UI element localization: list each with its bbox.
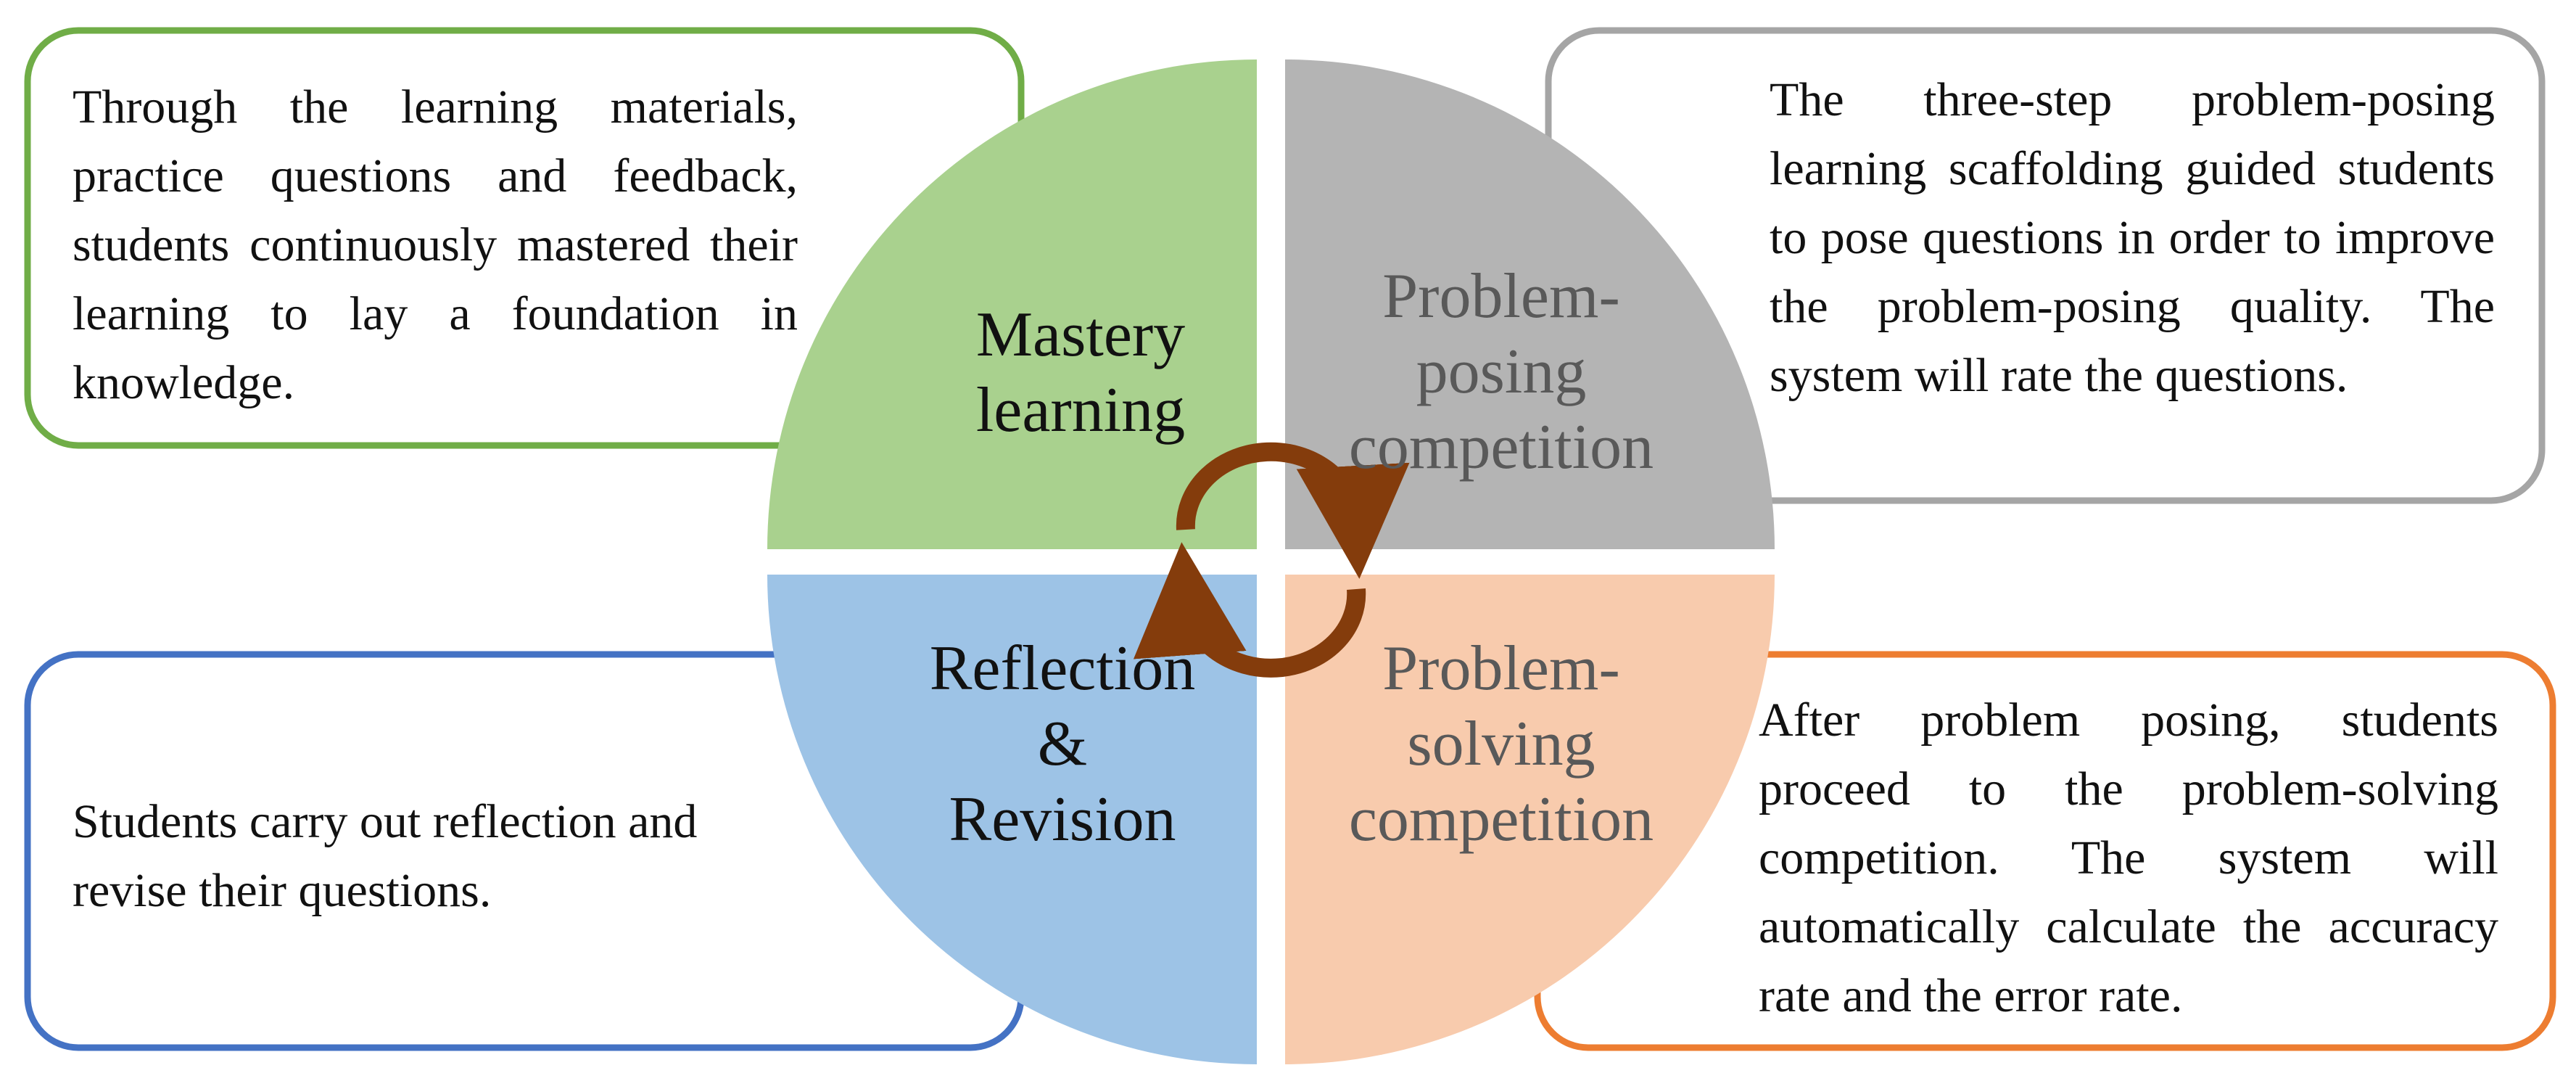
quadrant-reflection: [767, 575, 1257, 1064]
label-line: Mastery: [975, 300, 1186, 370]
label-line: posing: [1416, 337, 1587, 407]
box-bottom-left-text: Students carry out reflection and revise…: [73, 795, 698, 917]
box-top-right-text: The three-step problem-posing learning s…: [1770, 73, 2495, 402]
cycle-arrow-bottom: [1134, 542, 1366, 678]
box-top-left-text: Through the learning materials, practice…: [73, 81, 798, 409]
label-line: competition: [1348, 412, 1654, 482]
label-line: solving: [1407, 709, 1595, 779]
label-line: learning: [975, 375, 1186, 445]
quadrant-solving: [1285, 575, 1775, 1064]
quadrant-mastery: [767, 59, 1257, 549]
label-line: Problem-: [1382, 633, 1620, 704]
label-line: Revision: [949, 784, 1176, 855]
quadrant-posing: [1285, 59, 1775, 549]
quadrant-label-posing: Problem- posing competition: [1298, 259, 1704, 485]
label-line: Reflection: [929, 633, 1196, 704]
label-line: Problem-: [1382, 261, 1620, 332]
box-bottom-right-text: After problem posing, students proceed t…: [1759, 694, 2498, 1022]
quadrant-label-solving: Problem- solving competition: [1298, 631, 1704, 858]
label-line: &: [1037, 709, 1088, 779]
quadrant-label-reflection: Reflection & Revision: [881, 631, 1244, 858]
label-line: competition: [1348, 784, 1654, 855]
cycle-arrow-top: [1176, 442, 1410, 579]
quadrant-label-mastery: Mastery learning: [936, 297, 1226, 448]
